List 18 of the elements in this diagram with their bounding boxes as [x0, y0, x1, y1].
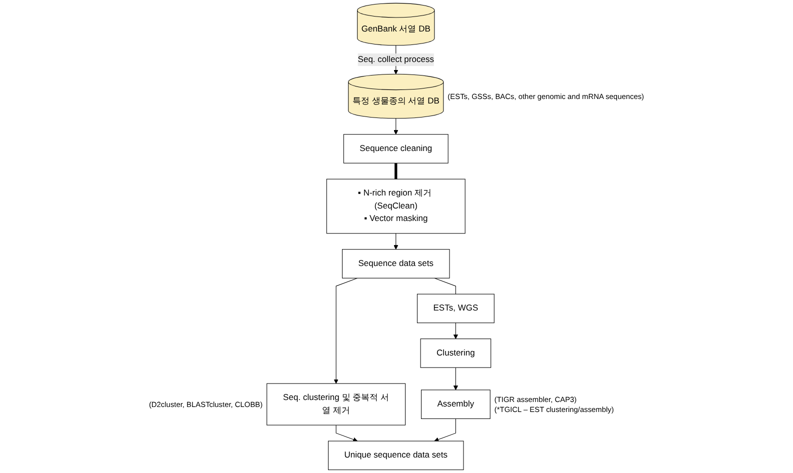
- node-box: Sequence data sets: [342, 249, 450, 278]
- arrow: [334, 278, 358, 384]
- arrow: [394, 118, 398, 135]
- node-box: Seq. clustering 및 중복적 서열 제거: [266, 383, 406, 426]
- connector: [434, 278, 456, 294]
- node-box: Sequence cleaning: [343, 134, 448, 164]
- node-box: Assembly: [421, 390, 490, 419]
- connector: [394, 163, 398, 180]
- arrow: [336, 424, 358, 442]
- arrow: [434, 418, 456, 442]
- arrow: [453, 367, 458, 390]
- edge-label: Seq. collect process: [358, 54, 434, 64]
- arrow: [394, 233, 398, 250]
- node-box: Unique sequence data sets: [328, 440, 464, 470]
- node-box: Clustering: [420, 338, 492, 368]
- node-box: ESTs, WGS: [416, 294, 494, 324]
- arrow: [453, 322, 458, 340]
- node-box: ▪ N-rich region 제거 (SeqClean) ▪ Vector masking: [326, 178, 466, 234]
